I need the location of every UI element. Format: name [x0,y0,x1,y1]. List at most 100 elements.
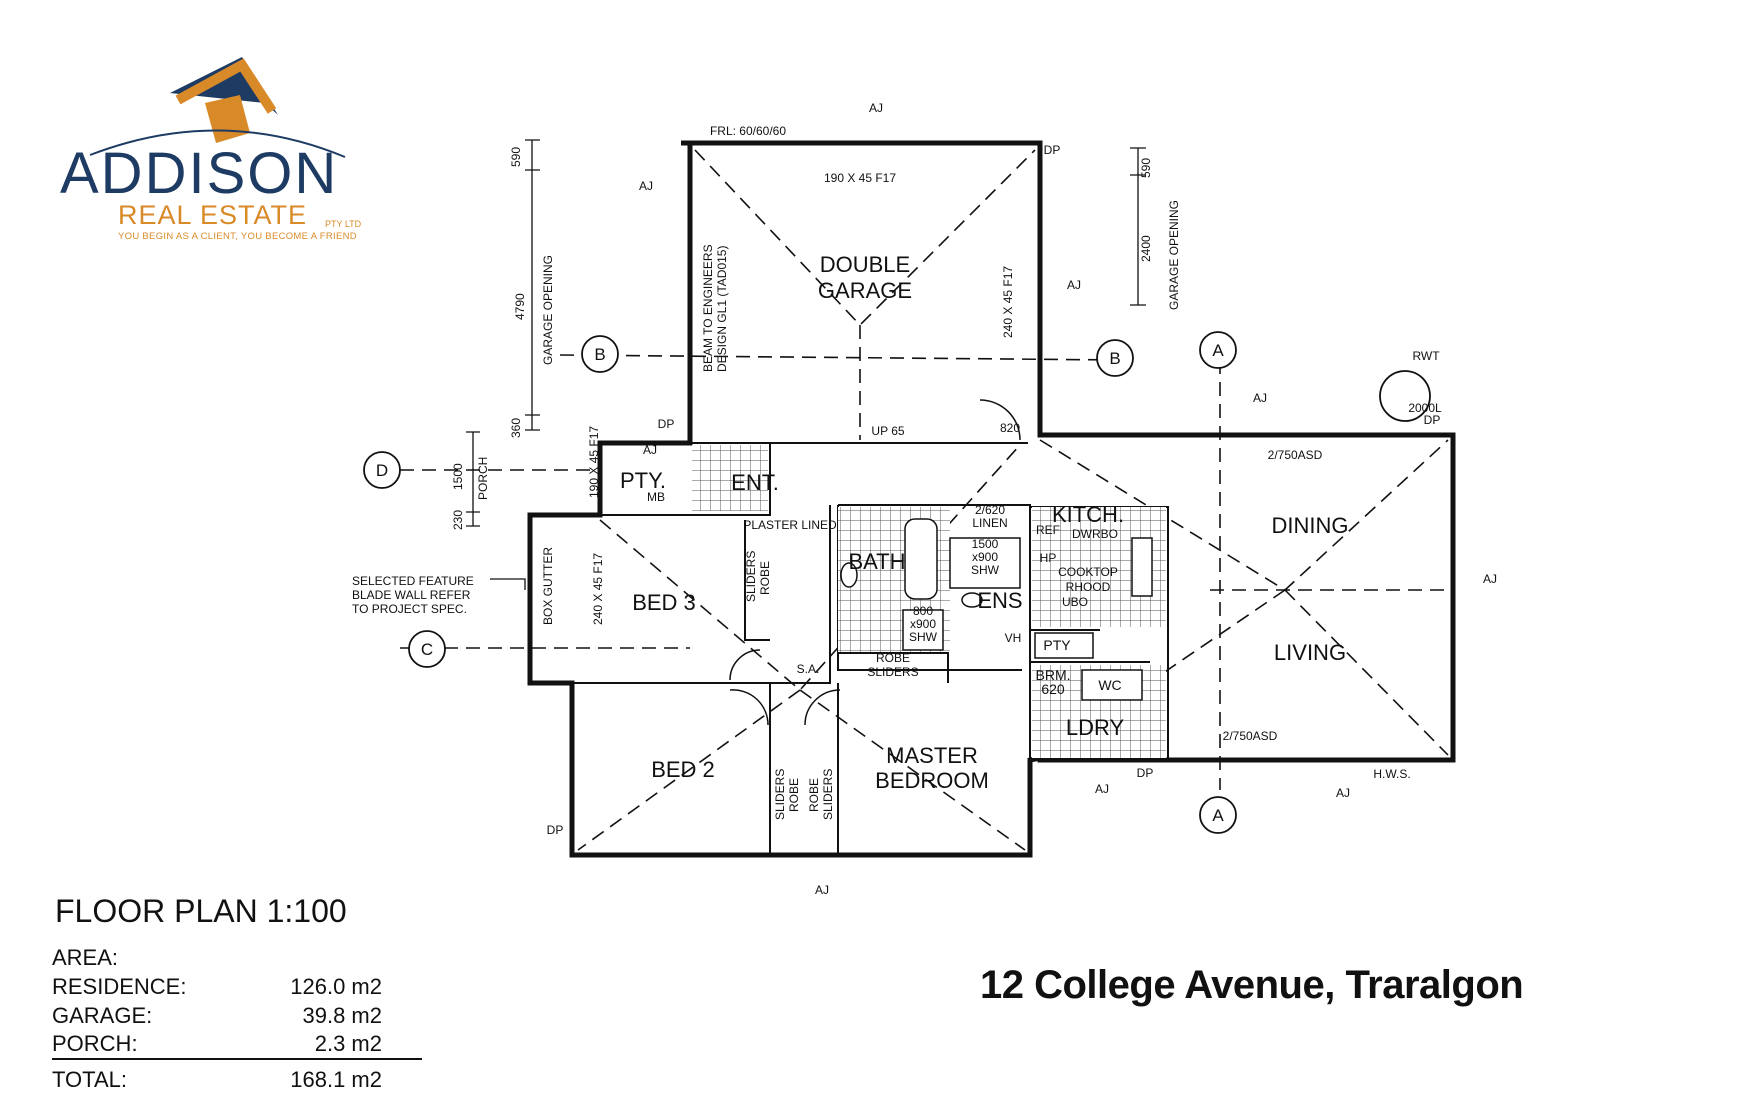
section-b-right: B [1109,349,1120,368]
label-beam-porch: 190 X 45 F17 [587,426,601,498]
label-dp-bed2: DP [547,823,564,837]
dimension-lines [466,139,1146,590]
logo-name: ADDISON [60,141,339,206]
label-shw1-2: x900 [972,550,998,564]
section-a-top: A [1212,341,1224,360]
section-d: D [376,461,388,480]
label-asd-top: 2/750ASD [1268,448,1323,462]
label-dim-590-right: 590 [1139,158,1153,178]
label-ref: REF [1036,523,1060,537]
label-aj-living: AJ [1253,391,1267,405]
room-dining: DINING [1272,513,1349,538]
room-kitch: KITCH. [1052,502,1124,527]
room-wc: WC [1098,677,1121,693]
area-heading: AREA: [52,945,119,970]
area-label: GARAGE: [52,1003,153,1028]
label-vh: VH [1005,631,1022,645]
label-aj-porch: AJ [643,443,657,457]
label-robe-sliders-2: SLIDERS [867,665,918,679]
company-logo: ADDISON REAL ESTATE PTY LTD YOU BEGIN AS… [40,45,400,260]
label-beam-engineers-2: DESIGN GL1 (TAD015) [715,246,729,372]
total-label: TOTAL: [52,1067,127,1092]
label-rwt: RWT [1412,349,1440,363]
area-value: 2.3 m2 [314,1031,382,1056]
label-feature-wall-1: SELECTED FEATURE [352,574,474,588]
room-pty: PTY. [620,468,666,493]
label-shw2-2: x900 [910,617,936,631]
label-garage-opening-right: GARAGE OPENING [1167,200,1181,310]
area-label: PORCH: [52,1031,138,1056]
label-linen-1: 2/620 [975,503,1005,517]
area-value: 39.8 m2 [302,1003,383,1028]
room-brm-line2: 620 [1041,681,1065,697]
label-dwrbo: DWRBO [1072,527,1118,541]
label-shw2-1: 800 [913,604,933,618]
label-aj-right: AJ [1483,572,1497,586]
fixtures [840,518,1153,701]
area-row-residence: RESIDENCE: 126.0 m2 [52,974,382,1002]
room-bed3: BED 3 [632,590,696,615]
area-row-porch: PORCH: 2.3 m2 [52,1031,382,1059]
room-bed2: BED 2 [651,757,715,782]
area-value: 126.0 m2 [290,974,382,999]
label-beam-right: 240 X 45 F17 [1001,266,1015,338]
label-robe-bed2: ROBE [787,778,801,812]
label-linen-2: LINEN [972,516,1007,530]
room-bath: BATH [848,549,905,574]
label-shw1-3: SHW [971,563,1000,577]
room-pty2: PTY [1043,637,1071,653]
label-hws: H.W.S. [1373,767,1410,781]
room-brm-line1: BRM. [1036,667,1071,683]
logo-tagline: YOU BEGIN AS A CLIENT, YOU BECOME A FRIE… [118,231,357,242]
label-asd-bottom: 2/750ASD [1223,729,1278,743]
label-dp-bottom: DP [1137,766,1154,780]
label-feature-wall-2: BLADE WALL REFER [352,588,471,602]
total-value: 168.1 m2 [290,1067,382,1092]
label-beam-bed3: 240 X 45 F17 [591,553,605,625]
roof-lines [400,149,1450,851]
label-820: 820 [1000,421,1020,435]
label-up: UP 65 [871,424,904,438]
section-markers [363,331,1431,834]
label-tank-1: 2000L [1408,401,1442,415]
floor-plan-title: FLOOR PLAN 1:100 [55,893,347,929]
label-robe-bed3: ROBE [758,561,772,595]
label-garage-opening-left: GARAGE OPENING [541,255,555,365]
label-dp-garage: DP [1044,143,1061,157]
section-b-left: B [594,345,605,364]
label-shw1-1: 1500 [972,537,999,551]
label-beam-engineers-1: BEAM TO ENGINEERS [701,244,715,372]
room-double-garage-line2: GARAGE [818,278,912,303]
label-dim-360: 360 [509,418,523,438]
room-ent: ENT. [731,470,779,495]
label-plaster: PLASTER LINED [743,518,837,532]
label-dim-230: 230 [451,510,465,530]
label-dim-2400: 2400 [1139,235,1153,262]
exterior-walls [527,140,1456,858]
label-sa: S.A. [797,662,820,676]
label-hp: HP [1040,551,1057,565]
room-living: LIVING [1274,640,1346,665]
section-c: C [421,640,433,659]
label-ubo: UBO [1062,595,1088,609]
door-swings [729,399,1021,726]
section-a-bottom: A [1212,806,1224,825]
label-aj-garage: AJ [639,179,653,193]
label-rhood: RHOOD [1066,580,1111,594]
area-row-total: TOTAL: 168.1 m2 [52,1067,382,1095]
logo-house-icon [89,57,346,158]
label-sliders-bed2: SLIDERS [773,769,787,820]
room-ldry: LDRY [1066,715,1125,740]
label-aj-bottom1: AJ [1095,782,1109,796]
room-double-garage-line1: DOUBLE [820,252,910,277]
label-robe-sliders-1: ROBE [876,651,910,665]
label-sliders-master: SLIDERS [821,769,835,820]
label-box-gutter: BOX GUTTER [541,547,555,625]
label-porch: PORCH [476,457,490,500]
label-sliders-bed3: SLIDERS [744,551,758,602]
room-ens: ENS [977,588,1022,613]
label-aj-top: AJ [869,101,883,115]
area-row-garage: GARAGE: 39.8 m2 [52,1003,382,1031]
label-mb: MB [647,490,665,504]
